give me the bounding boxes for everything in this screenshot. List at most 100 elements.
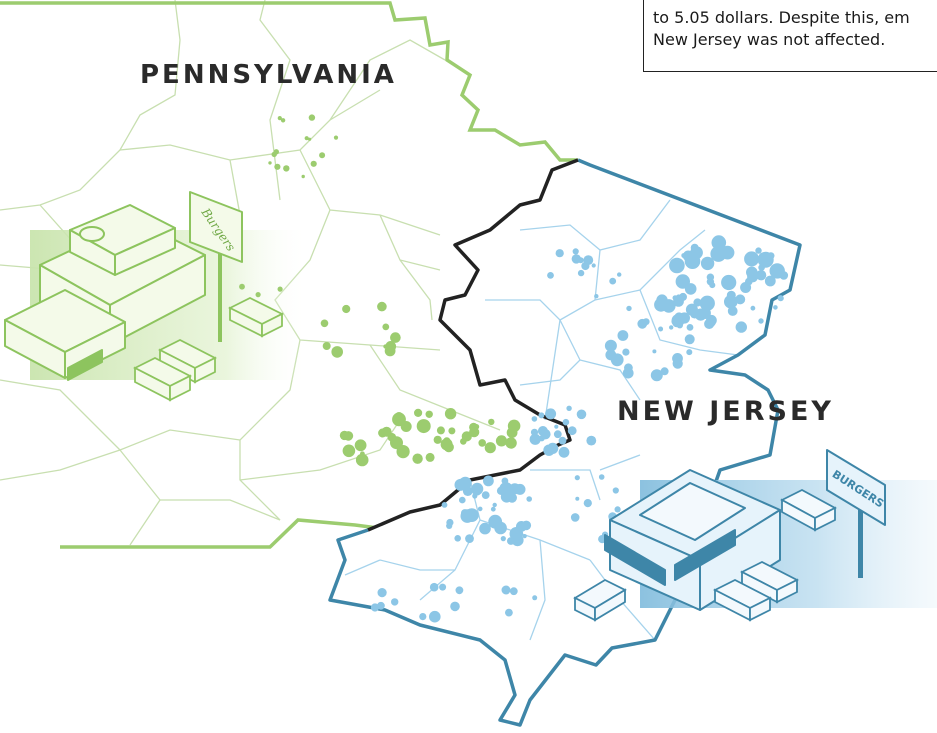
location-dot — [755, 270, 767, 281]
location-dot — [469, 427, 480, 438]
new-jersey-county-lines — [344, 199, 739, 641]
location-dot — [540, 429, 551, 440]
location-dot — [709, 282, 716, 289]
pa-restaurant-icon: Burgers — [4, 191, 243, 381]
location-dot — [355, 453, 369, 467]
location-dot — [239, 283, 245, 290]
location-dot — [682, 250, 694, 262]
location-dot — [729, 300, 737, 307]
location-dot — [488, 514, 503, 529]
location-dot — [769, 263, 785, 279]
location-dot — [483, 475, 494, 487]
location-dot — [419, 613, 427, 621]
location-dot — [390, 332, 401, 343]
location-dot — [454, 535, 462, 542]
location-dot — [531, 416, 538, 422]
location-dot — [727, 306, 738, 316]
location-dot — [488, 418, 495, 426]
location-dot — [391, 598, 399, 606]
location-dot — [448, 427, 456, 435]
location-dot — [308, 137, 312, 141]
location-dot — [652, 349, 657, 354]
location-dot — [500, 536, 506, 542]
location-dot — [704, 318, 715, 329]
location-dot — [740, 282, 752, 293]
location-dot — [669, 257, 685, 274]
location-dot — [360, 451, 365, 457]
location-dot — [686, 349, 693, 356]
pennsylvania-dots — [239, 114, 521, 467]
location-dot — [436, 426, 445, 435]
location-dot — [320, 319, 329, 328]
location-dot — [547, 442, 559, 454]
location-dot — [614, 506, 621, 513]
location-dot — [450, 601, 460, 612]
pennsylvania-north-border — [0, 1, 578, 162]
location-dot — [501, 585, 511, 595]
location-dot — [699, 295, 715, 311]
location-dot — [735, 321, 747, 333]
location-dot — [598, 474, 605, 480]
location-dot — [571, 254, 581, 264]
location-dot — [271, 151, 277, 158]
location-dot — [377, 588, 387, 598]
state-boundary-line — [367, 158, 579, 532]
location-dot — [310, 160, 317, 167]
location-dot — [566, 405, 572, 411]
location-dot — [429, 610, 441, 623]
location-dot — [710, 245, 727, 262]
location-dot — [545, 408, 557, 420]
location-dot — [662, 299, 676, 313]
new-jersey-dots — [370, 235, 789, 623]
location-dot — [693, 298, 702, 307]
location-dot — [274, 163, 281, 170]
location-dot — [675, 274, 690, 289]
caption-line: to 5.05 dollars. Despite this, em — [653, 8, 910, 27]
location-dot — [658, 326, 664, 332]
location-dot — [594, 294, 599, 299]
location-dot — [660, 367, 669, 376]
location-dot — [400, 421, 412, 432]
nj-restaurant-icon: BURGERS — [604, 449, 886, 611]
location-dot — [576, 409, 587, 420]
location-dot — [773, 305, 778, 310]
location-dot — [507, 419, 521, 433]
location-dot — [558, 446, 570, 458]
location-dot — [553, 430, 562, 439]
location-dot — [354, 439, 367, 452]
location-dot — [370, 603, 380, 612]
location-dot — [484, 442, 496, 454]
location-dot — [277, 286, 283, 292]
location-dot — [532, 595, 538, 601]
location-dot — [617, 330, 629, 341]
pennsylvania-label: PENNSYLVANIA — [140, 60, 397, 90]
car-icon — [573, 578, 627, 622]
location-dot — [460, 438, 467, 445]
location-dot — [538, 412, 545, 419]
location-dot — [471, 482, 484, 495]
location-dot — [690, 243, 699, 252]
location-dot — [505, 608, 513, 617]
location-dot — [331, 346, 344, 358]
location-dot — [339, 430, 350, 441]
location-dot — [496, 486, 506, 495]
location-dot — [577, 269, 585, 277]
location-dot — [268, 161, 272, 165]
location-dot — [347, 445, 352, 451]
location-dot — [439, 583, 447, 591]
location-dot — [526, 496, 532, 502]
location-dot — [440, 438, 453, 451]
location-dot — [735, 294, 746, 305]
location-dot — [522, 534, 527, 539]
location-dot — [342, 444, 356, 458]
location-dot — [650, 369, 663, 382]
location-dot — [444, 408, 457, 420]
location-dot — [678, 312, 691, 324]
location-dot — [672, 353, 683, 364]
location-dot — [562, 418, 570, 426]
location-dot — [460, 509, 475, 523]
location-dot — [758, 252, 766, 260]
location-dot — [465, 534, 474, 543]
location-dot — [283, 165, 290, 172]
location-dot — [622, 348, 630, 356]
